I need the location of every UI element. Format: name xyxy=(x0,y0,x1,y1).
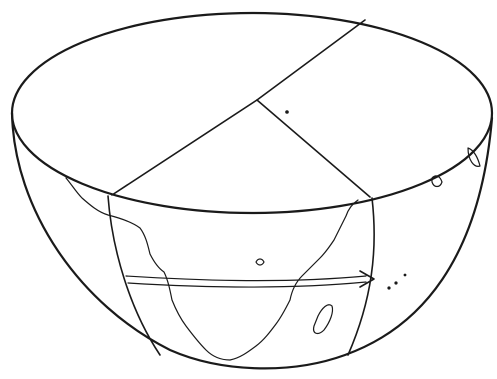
ocean-dot-1 xyxy=(387,286,390,289)
cut-line-back xyxy=(257,20,365,100)
top-face-dot xyxy=(285,110,289,114)
ocean-dot-3 xyxy=(404,274,407,277)
cut-line-left xyxy=(112,100,257,195)
equator-arrow-line-bottom xyxy=(128,282,366,287)
small-island-left xyxy=(256,259,264,265)
hemisphere-shell-outline xyxy=(12,113,492,368)
equator-arrow-line-top xyxy=(126,276,366,281)
ocean-dot-2 xyxy=(394,281,397,284)
cut-line-right xyxy=(257,100,370,197)
top-cut-face-ellipse xyxy=(12,13,492,213)
madagascar-outline xyxy=(314,305,333,334)
meridian-cut-left xyxy=(108,196,160,355)
